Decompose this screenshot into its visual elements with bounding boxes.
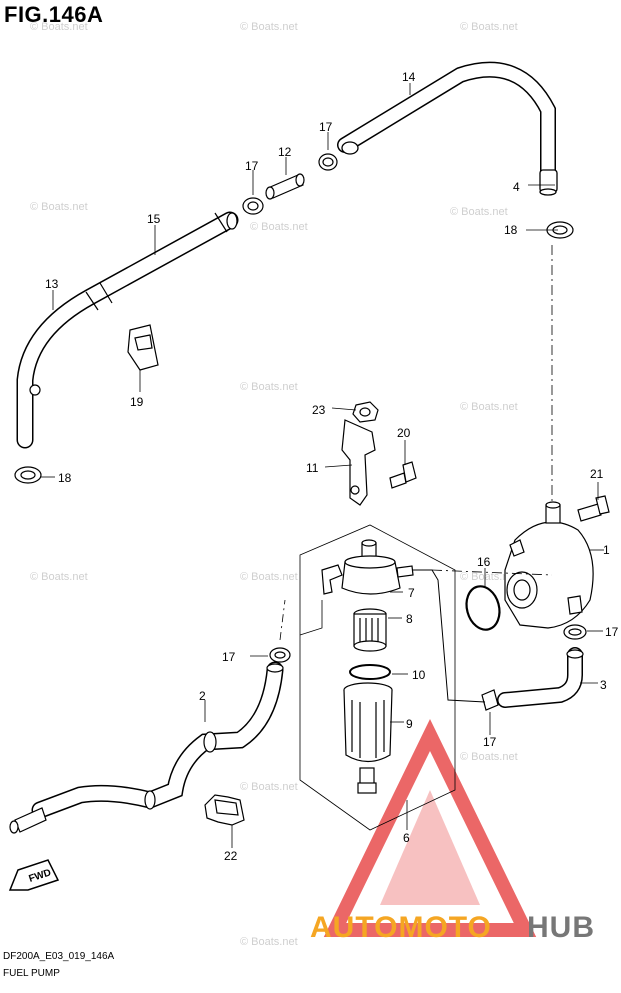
watermark: © Boats.net xyxy=(240,936,298,948)
callout-22: 22 xyxy=(224,849,238,863)
figure-code: DF200A_E03_019_146A xyxy=(3,951,115,962)
watermark: © Boats.net xyxy=(30,571,88,583)
watermark: © Boats.net xyxy=(450,206,508,218)
brand-triangle xyxy=(323,719,537,937)
callout-9: 9 xyxy=(406,717,413,731)
filter-cup-9 xyxy=(343,682,393,794)
callout-21: 21 xyxy=(590,467,604,481)
clamp-18 xyxy=(14,466,42,484)
watermarks: © Boats.net © Boats.net © Boats.net © Bo… xyxy=(30,21,518,948)
brand-right: HUB xyxy=(527,911,595,944)
pipe-line xyxy=(412,569,486,703)
watermark: © Boats.net xyxy=(30,21,88,33)
callout-17: 17 xyxy=(222,650,236,664)
watermark: © Boats.net xyxy=(460,571,518,583)
hose-3 xyxy=(497,647,584,708)
callouts: 1 2 3 4 6 7 8 9 10 11 12 13 14 15 16 17 … xyxy=(45,70,619,863)
callout-17: 17 xyxy=(319,120,333,134)
callout-20: 20 xyxy=(397,426,411,440)
watermark: © Boats.net xyxy=(30,201,88,213)
callout-17: 17 xyxy=(605,625,619,639)
o-ring-10 xyxy=(349,664,391,680)
leader-lines xyxy=(40,83,604,848)
filter-element-8 xyxy=(353,608,387,652)
fwd-arrow: FWD xyxy=(8,859,60,891)
watermark: © Boats.net xyxy=(240,571,298,583)
callout-12: 12 xyxy=(278,145,292,159)
figure-title: FIG.146A xyxy=(4,2,104,27)
watermark: © Boats.net xyxy=(240,21,298,33)
callout-13: 13 xyxy=(45,277,59,291)
bracket-22 xyxy=(204,794,245,826)
callout-10: 10 xyxy=(412,668,426,682)
watermark: © Boats.net xyxy=(240,381,298,393)
bracket-19 xyxy=(127,324,159,371)
filter-head-7 xyxy=(321,539,414,595)
callout-6: 6 xyxy=(403,831,410,845)
clamp-17 xyxy=(242,153,338,215)
brand-logo: AUTOMOTO HUB xyxy=(310,719,595,944)
clamp-17 xyxy=(563,624,587,640)
callout-11: 11 xyxy=(306,461,319,475)
callout-4: 4 xyxy=(513,180,520,194)
callout-7: 7 xyxy=(408,586,415,600)
brand-triangle-inner xyxy=(380,790,480,905)
leader-dash xyxy=(279,599,286,641)
hose-13-15 xyxy=(16,211,239,449)
clamp-17 xyxy=(269,647,291,663)
bracket-11 xyxy=(341,419,376,506)
hose-2 xyxy=(9,661,284,834)
nut-23 xyxy=(352,401,379,423)
filter-assembly-outline xyxy=(299,524,456,831)
callout-8: 8 xyxy=(406,612,413,626)
watermark: © Boats.net xyxy=(460,751,518,763)
bolt-20 xyxy=(389,461,417,489)
callout-18: 18 xyxy=(58,471,72,485)
fuel-pump-1 xyxy=(504,501,594,629)
brand-left: AUTOMOTO xyxy=(310,911,492,944)
figure-name: FUEL PUMP xyxy=(3,968,60,979)
callout-2: 2 xyxy=(199,689,206,703)
watermark: © Boats.net xyxy=(240,781,298,793)
callout-3: 3 xyxy=(600,678,607,692)
clamp-18 xyxy=(546,221,574,239)
pipe-line xyxy=(299,600,323,636)
hose-14 xyxy=(337,61,558,196)
callout-15: 15 xyxy=(147,212,161,226)
watermark: © Boats.net xyxy=(460,21,518,33)
callout-17: 17 xyxy=(483,735,497,749)
callout-18: 18 xyxy=(504,223,518,237)
leader-dash xyxy=(431,569,553,576)
o-ring-16 xyxy=(465,585,501,631)
callout-1: 1 xyxy=(603,543,610,557)
watermark: © Boats.net xyxy=(250,221,308,233)
callout-16: 16 xyxy=(477,555,491,569)
watermark: © Boats.net xyxy=(460,401,518,413)
clamp-17 xyxy=(481,689,499,711)
connector-12 xyxy=(265,173,305,200)
callout-17: 17 xyxy=(245,159,259,173)
callout-23: 23 xyxy=(312,403,326,417)
callout-19: 19 xyxy=(130,395,144,409)
callout-14: 14 xyxy=(402,70,416,84)
bolt-21 xyxy=(577,495,610,522)
